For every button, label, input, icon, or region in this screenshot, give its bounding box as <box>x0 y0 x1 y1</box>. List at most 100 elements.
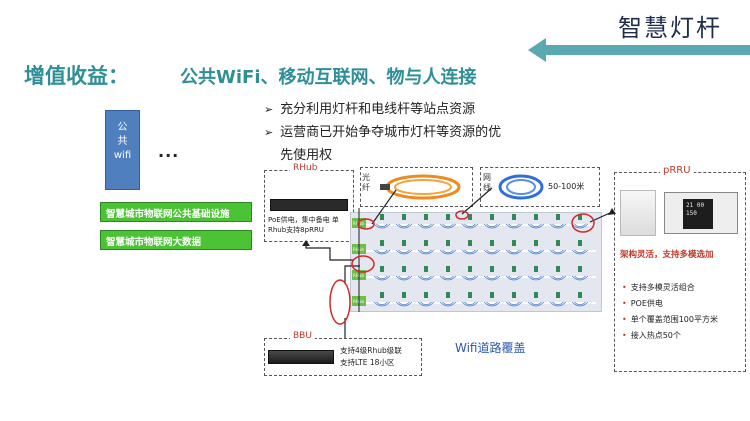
wifi-signal-icon <box>549 223 567 229</box>
access-point-icon <box>468 240 472 246</box>
wifi-signal-icon <box>417 223 435 229</box>
iot-bigdata-bar: 智慧城市物联网大数据 <box>100 230 252 250</box>
access-point-icon <box>512 214 516 220</box>
wifi-signal-icon <box>439 275 457 281</box>
network-cable-image <box>498 174 544 200</box>
iot-infrastructure-bar: 智慧城市物联网公共基础设施 <box>100 202 252 222</box>
cable-distance: 50-100米 <box>548 182 585 191</box>
wifi-signal-icon <box>442 275 454 280</box>
rhub-label: RHub <box>290 163 321 173</box>
prru-unit-image <box>620 190 656 236</box>
prru-feature-text: 单个覆盖范围100平方米 <box>630 315 718 324</box>
bullet-item: ➢ 充分利用灯杆和电线杆等站点资源 <box>264 98 475 117</box>
bbu-label: BBU <box>290 331 315 341</box>
wifi-signal-icon <box>461 275 479 281</box>
bullet-dot-icon: • <box>622 331 627 340</box>
wifi-signal-icon <box>571 275 589 281</box>
access-point-icon <box>512 292 516 298</box>
wifi-signal-icon <box>417 249 435 255</box>
wifi-signal-icon <box>464 301 476 306</box>
wifi-signal-icon <box>439 223 457 229</box>
prru-screen: 21 00 150 <box>683 199 713 229</box>
public-wifi-box: 公 共 wifi <box>105 110 140 190</box>
wifi-signal-icon <box>552 275 564 280</box>
wifi-signal-icon <box>395 223 413 229</box>
bullet-dot-icon: • <box>622 283 627 292</box>
fiber-cable-image <box>380 174 461 200</box>
bbu-description: 支持4级Rhub级联 支持LTE 18小区 <box>340 345 402 369</box>
header-arrow-banner <box>528 38 750 62</box>
bullet-text: 运营商已开始争夺城市灯杆等资源的优 <box>280 125 502 140</box>
access-point-icon <box>556 292 560 298</box>
wifi-signal-icon <box>571 301 589 307</box>
prru-label: pRRU <box>660 165 694 176</box>
wifi-signal-icon <box>527 223 545 229</box>
bullet-item: ➢ 运营商已开始争夺城市灯杆等资源的优 <box>264 121 501 140</box>
wifi-box-line: 共 <box>117 136 128 147</box>
wifi-signal-icon <box>398 301 410 306</box>
wifi-signal-icon <box>508 301 520 306</box>
wifi-signal-icon <box>395 275 413 281</box>
wifi-signal-icon <box>373 275 391 281</box>
access-point-icon <box>490 292 494 298</box>
wifi-signal-icon <box>571 249 589 255</box>
access-point-icon <box>446 292 450 298</box>
wifi-signal-icon <box>417 301 435 307</box>
wifi-signal-icon <box>398 249 410 254</box>
bullet-item: 先使用权 <box>264 144 332 163</box>
access-point-icon <box>534 214 538 220</box>
wifi-signal-icon <box>530 249 542 254</box>
access-point-icon <box>424 214 428 220</box>
bullet-text: 先使用权 <box>280 148 333 163</box>
wifi-signal-icon <box>464 275 476 280</box>
access-point-icon <box>424 292 428 298</box>
fiber-label: 光纤 <box>362 173 370 192</box>
access-point-icon <box>578 292 582 298</box>
access-point-icon <box>578 240 582 246</box>
access-point-icon <box>402 292 406 298</box>
wifi-signal-icon <box>574 249 586 254</box>
access-point-icon <box>578 266 582 272</box>
wifi-box-line: wifi <box>113 150 132 161</box>
wifi-signal-icon <box>461 249 479 255</box>
brand-title: 智慧灯杆 <box>618 14 722 42</box>
wifi-signal-icon <box>549 301 567 307</box>
page-title: 增值收益： <box>24 64 129 88</box>
wifi-signal-icon <box>398 223 410 228</box>
wifi-signal-icon <box>376 223 388 228</box>
page-subtitle: 公共WiFi、移动互联网、物与人连接 <box>180 67 477 88</box>
bullet-dot-icon: • <box>622 299 627 308</box>
wifi-signal-icon <box>483 249 501 255</box>
wifi-signal-icon <box>420 249 432 254</box>
prru-highlight: 架构灵活，支持多模选加 <box>620 250 714 260</box>
wifi-signal-icon <box>549 249 567 255</box>
network-cable-label: 网线 <box>483 173 491 192</box>
wifi-signal-icon <box>527 301 545 307</box>
access-point-icon <box>446 266 450 272</box>
access-point-icon <box>402 240 406 246</box>
access-point-icon <box>402 214 406 220</box>
bullet-text: 充分利用灯杆和电线杆等站点资源 <box>280 102 476 117</box>
access-point-icon <box>578 214 582 220</box>
wifi-signal-icon <box>461 223 479 229</box>
access-point-icon <box>556 214 560 220</box>
wifi-road-coverage-caption: Wifi道路覆盖 <box>455 341 526 355</box>
wifi-signal-icon <box>439 249 457 255</box>
wifi-signal-icon <box>442 223 454 228</box>
access-point-icon <box>446 214 450 220</box>
bullet-arrow-icon: ➢ <box>264 126 274 139</box>
wifi-signal-icon <box>373 249 391 255</box>
prru-feature-text: 接入热点50个 <box>630 331 681 340</box>
rhub-description: PoE供电，集中备电 单Rhub支持8pRRU <box>268 216 339 234</box>
prru-feature: •支持多模灵活组合 <box>622 282 695 293</box>
wifi-signal-icon <box>486 275 498 280</box>
prru-feature-text: 支持多模灵活组合 <box>630 283 695 292</box>
wifi-signal-icon <box>398 275 410 280</box>
bbu-desc-line: 支持LTE 18小区 <box>340 358 395 367</box>
wifi-signal-icon <box>505 249 523 255</box>
access-point-icon <box>490 240 494 246</box>
wifi-signal-icon <box>483 223 501 229</box>
wifi-signal-icon <box>376 301 388 306</box>
wifi-signal-icon <box>483 275 501 281</box>
